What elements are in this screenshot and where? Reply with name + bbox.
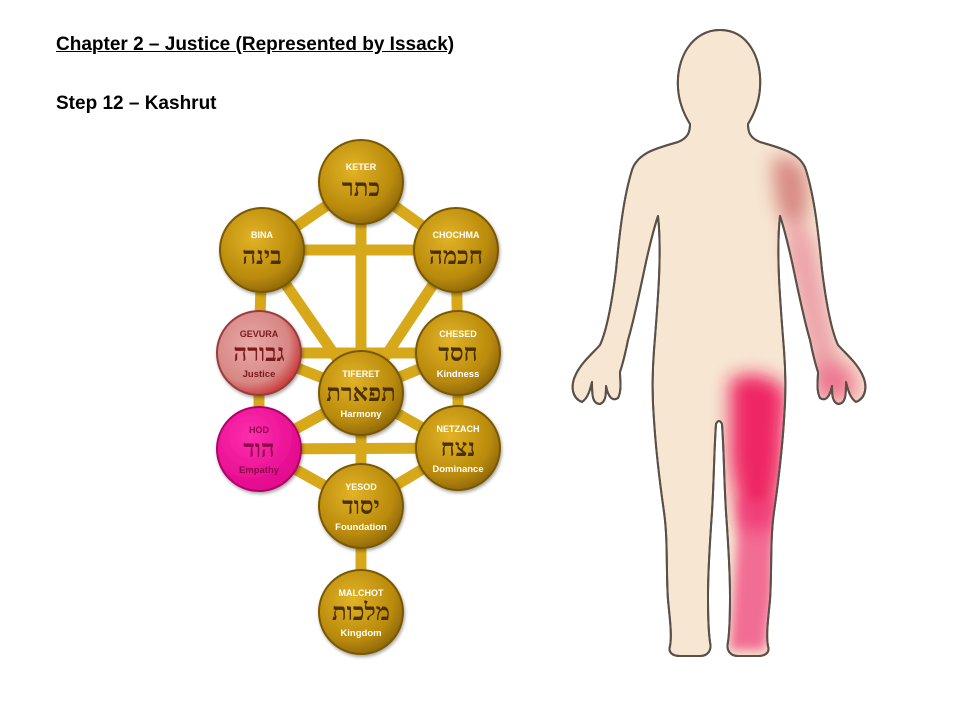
sefira-hebrew-bina: בינה xyxy=(242,241,281,270)
left-leg-highlight xyxy=(730,500,775,650)
sefira-hebrew-chesed: חסד xyxy=(438,338,477,367)
sefira-circle-hod xyxy=(216,406,302,492)
sefira-circle-keter xyxy=(318,139,404,225)
sefira-circle-tiferet xyxy=(318,350,404,436)
sefira-name-tiferet: TIFERET xyxy=(342,369,380,379)
sefira-circle-chochma xyxy=(413,207,499,293)
sefira-name-netzach: NETZACH xyxy=(437,424,480,434)
sefira-name-yesod: YESOD xyxy=(345,482,377,492)
sefira-circle-malchot xyxy=(318,569,404,655)
sefira-hebrew-hod: הוד xyxy=(243,434,275,463)
sefira-meaning-tiferet: Harmony xyxy=(340,409,382,420)
body-highlights xyxy=(730,157,860,650)
sefira-hebrew-tiferet: תפארת xyxy=(326,378,396,407)
sefira-circle-chesed xyxy=(415,310,501,396)
step-title: Step 12 – Kashrut xyxy=(56,93,217,114)
sefira-circle-gevura xyxy=(216,310,302,396)
sefira-name-bina: BINA xyxy=(251,230,273,240)
chapter-title: Chapter 2 – Justice (Represented by Issa… xyxy=(56,34,455,55)
sefira-meaning-yesod: Foundation xyxy=(335,522,387,533)
sefira-hebrew-malchot: מלכות xyxy=(332,597,390,626)
sefira-name-gevura: GEVURA xyxy=(240,329,279,339)
sefira-hebrew-gevura: גבורה xyxy=(233,338,284,367)
sefira-hebrew-chochma: חכמה xyxy=(429,241,483,270)
sefira-hebrew-yesod: יסוד xyxy=(342,491,380,520)
sefira-name-keter: KETER xyxy=(346,162,377,172)
sefira-name-hod: HOD xyxy=(249,425,270,435)
sefira-meaning-malchot: Kingdom xyxy=(340,628,381,639)
sefira-meaning-chesed: Kindness xyxy=(437,369,480,380)
left-hand-highlight xyxy=(815,365,860,402)
sefira-name-chesed: CHESED xyxy=(439,329,477,339)
sefira-name-chochma: CHOCHMA xyxy=(433,230,480,240)
left-thigh-highlight xyxy=(730,374,786,530)
sefira-meaning-gevura: Justice xyxy=(243,369,276,380)
sefira-meaning-hod: Empathy xyxy=(239,465,280,476)
body-figure xyxy=(571,29,867,657)
sefira-hebrew-netzach: נצח xyxy=(441,433,476,462)
sefira-name-malchot: MALCHOT xyxy=(339,588,384,598)
sefira-hebrew-keter: כתר xyxy=(342,173,380,202)
sefira-circle-netzach xyxy=(415,405,501,491)
sefira-meaning-netzach: Dominance xyxy=(432,464,483,475)
left-arm-highlight xyxy=(785,210,850,398)
left-shoulder-highlight xyxy=(772,157,808,225)
body-outline-stroke xyxy=(571,29,867,657)
tree-of-life: KETERכתרBINAבינהCHOCHMAחכמהGEVURAגבורהJu… xyxy=(216,139,501,655)
sefira-circle-bina xyxy=(219,207,305,293)
sefira-circle-yesod xyxy=(318,463,404,549)
